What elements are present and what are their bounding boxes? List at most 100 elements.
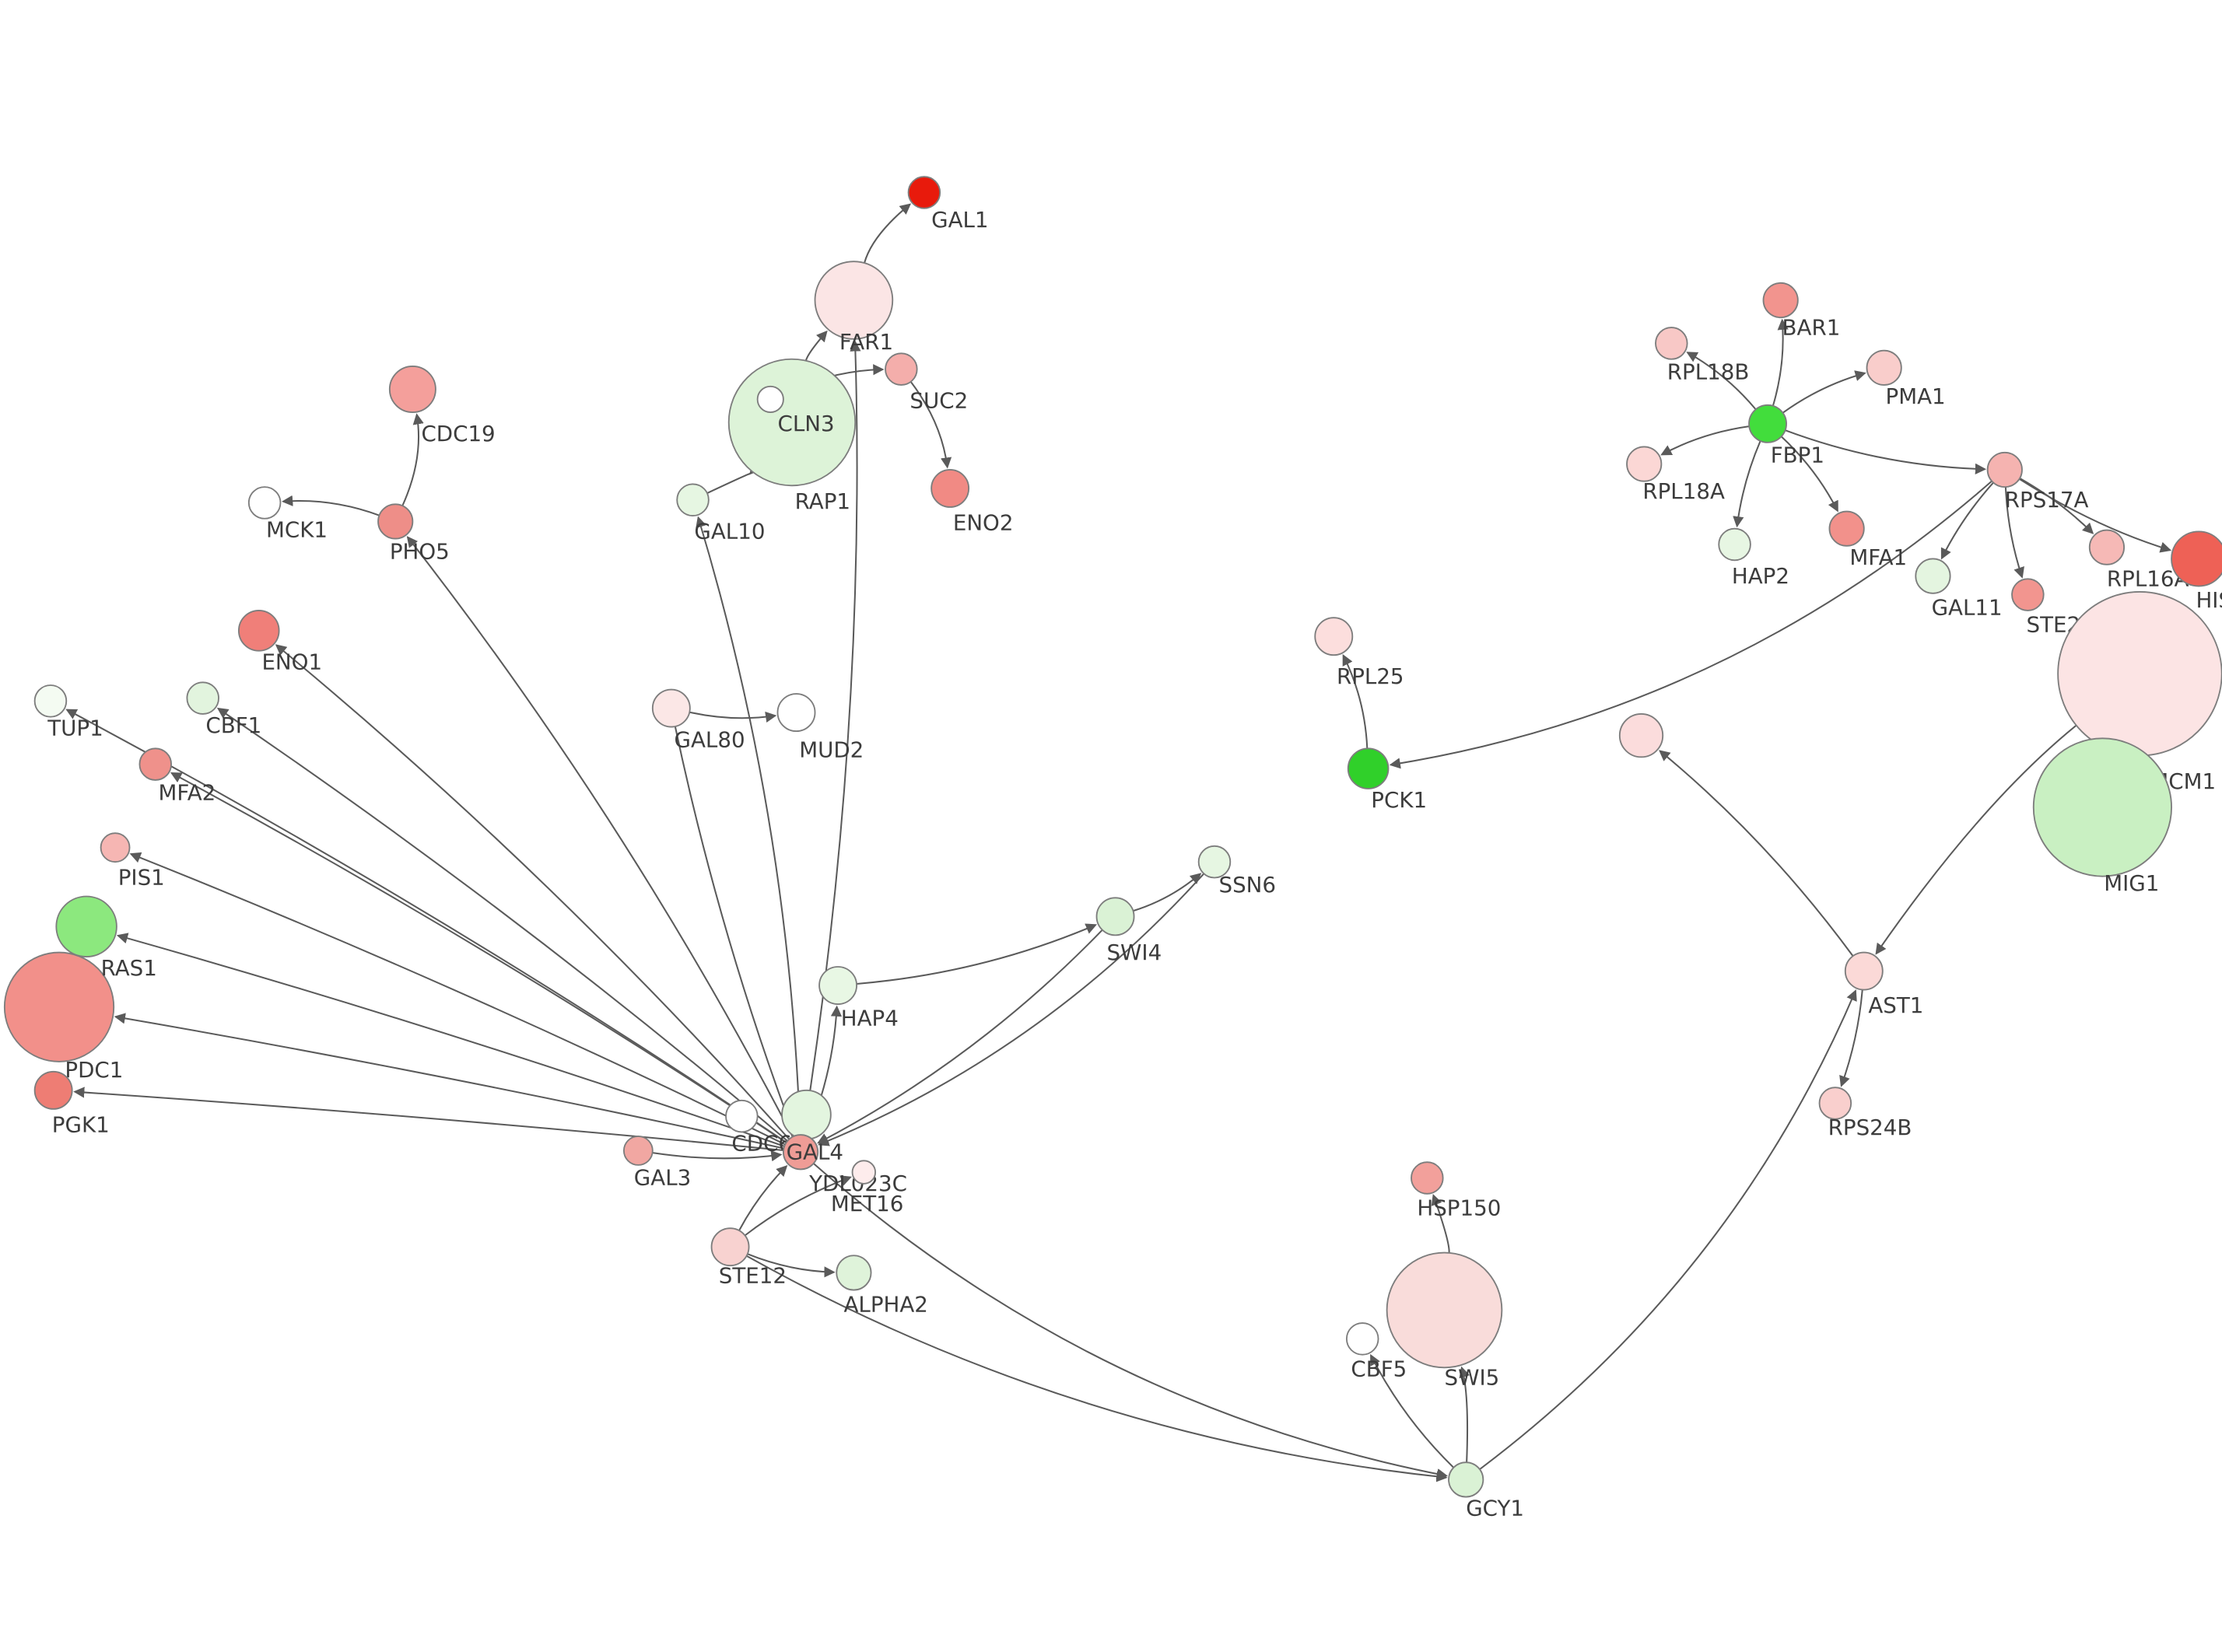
edge-CLN3-FAR1[interactable] (804, 330, 828, 362)
edge-GAL4-CBF1[interactable] (216, 707, 788, 1142)
edge-FBP1-PMA1[interactable] (1782, 370, 1866, 414)
node-circle-ENO2[interactable] (931, 469, 970, 508)
node-CBF5[interactable]: CBF5 (1345, 1322, 1407, 1381)
node-MIG1[interactable]: MIG1 (2032, 737, 2172, 896)
node-MFA2[interactable]: MFA2 (138, 747, 216, 806)
node-circle-GCY1[interactable] (1448, 1461, 1484, 1498)
node-circle-MCK1[interactable] (247, 486, 282, 520)
edge-FAR1-GAL1[interactable] (864, 203, 912, 264)
node-ALPHA2[interactable]: ALPHA2 (836, 1255, 928, 1317)
node-circle-RAS1[interactable] (55, 895, 117, 957)
edge-GAL4-GAL10[interactable] (696, 516, 801, 1136)
edge-GCY1-SWI5[interactable] (1459, 1366, 1470, 1463)
node-circle-SSN6[interactable] (1197, 845, 1232, 879)
node-circle-GAL80[interactable] (651, 688, 691, 728)
edge-PHO5-MCK1[interactable] (282, 495, 380, 516)
node-circle-NODE_A[interactable] (1618, 713, 1664, 758)
node-circle-HAP2[interactable] (1718, 527, 1751, 562)
node-HAP2[interactable]: HAP2 (1718, 527, 1789, 589)
node-circle-GAL11[interactable] (1915, 558, 1951, 594)
node-PMA1[interactable]: PMA1 (1866, 349, 1946, 409)
edge-GAL4-PHO5[interactable] (406, 536, 794, 1138)
edge-GAL4-GCY1[interactable] (813, 1163, 1448, 1480)
edge-STE12-MET16[interactable] (744, 1175, 852, 1237)
node-MET16[interactable]: MET16 (831, 1160, 904, 1216)
node-ENO1[interactable]: ENO1 (237, 610, 322, 675)
edge-SSN6-GAL4[interactable] (818, 873, 1205, 1146)
node-RPL25[interactable]: RPL25 (1314, 617, 1404, 689)
node-circle-RPL18B[interactable] (1655, 327, 1688, 360)
edge-MCM1-AST1[interactable] (1875, 724, 2077, 955)
edge-AST1-NODE_A[interactable] (1659, 750, 1854, 957)
edge-RPS17A-STE2[interactable] (2004, 487, 2024, 579)
node-CDC19[interactable]: CDC19 (388, 366, 496, 446)
edge-GAL80-GAL4[interactable] (674, 726, 796, 1136)
node-circle-GAL4[interactable] (782, 1134, 819, 1171)
node-HSP150[interactable]: HSP150 (1411, 1161, 1501, 1221)
edge-GAL3-GAL4[interactable] (652, 1150, 783, 1162)
node-PDC1[interactable]: PDC1 (3, 951, 124, 1083)
node-GAL10[interactable]: GAL10 (676, 483, 765, 544)
edge-PHO5-CDC19[interactable] (401, 413, 424, 506)
edge-FBP1-BAR1[interactable] (1772, 318, 1789, 407)
node-MUD2[interactable]: MUD2 (776, 693, 864, 762)
node-SSN6[interactable]: SSN6 (1197, 845, 1276, 898)
node-PIS1[interactable]: PIS1 (100, 832, 165, 891)
node-RPS24B[interactable]: RPS24B (1818, 1087, 1912, 1140)
node-BAR1[interactable]: BAR1 (1762, 282, 1841, 340)
node-GAL11[interactable]: GAL11 (1915, 558, 2003, 620)
node-circle-PHO5[interactable] (377, 503, 414, 540)
node-SWI4[interactable]: SWI4 (1095, 897, 1162, 965)
node-PCK1[interactable]: PCK1 (1347, 747, 1427, 813)
node-circle-PCK1[interactable] (1347, 747, 1390, 789)
node-GAL1[interactable]: GAL1 (907, 176, 989, 233)
node-circle-ALPHA2[interactable] (836, 1255, 872, 1291)
edge-GAL4-FAR1[interactable] (802, 340, 861, 1136)
node-circle-MCM1[interactable] (2057, 591, 2222, 757)
edge-RPS17A-HIS4[interactable] (2018, 478, 2172, 553)
node-GAL4[interactable]: GAL4 (782, 1134, 843, 1171)
edge-AST1-RPS24B[interactable] (1839, 989, 1863, 1087)
edge-RPS17A-PCK1[interactable] (1389, 480, 1992, 769)
node-NODE_A[interactable] (1618, 713, 1664, 758)
node-FBP1[interactable]: FBP1 (1748, 404, 1824, 468)
node-circle-RPS17A[interactable] (1986, 451, 2023, 488)
node-circle-PIS1[interactable] (100, 832, 131, 863)
node-circle-MET16[interactable] (851, 1160, 877, 1185)
node-RAS1[interactable]: RAS1 (55, 895, 157, 982)
node-SWI5[interactable]: SWI5 (1386, 1251, 1503, 1391)
node-circle-AST1[interactable] (1844, 951, 1884, 991)
node-circle-PDC1[interactable] (3, 951, 115, 1062)
edge-STE12-GAL4[interactable] (738, 1165, 788, 1231)
node-STE12[interactable]: STE12 (710, 1227, 787, 1288)
edge-GCY1-CBF5[interactable] (1370, 1353, 1455, 1468)
node-circle-RPL18A[interactable] (1626, 446, 1663, 482)
node-circle-RPS24B[interactable] (1818, 1087, 1852, 1120)
edge-GAL80-MUD2[interactable] (689, 711, 777, 723)
node-circle-CBF1[interactable] (186, 681, 219, 715)
edge-FBP1-MFA1[interactable] (1780, 436, 1838, 513)
node-circle-FAR1[interactable] (814, 261, 894, 340)
edge-GCY1-AST1[interactable] (1479, 989, 1857, 1470)
node-circle-SWI4[interactable] (1095, 897, 1135, 936)
node-GAL3[interactable]: GAL3 (622, 1136, 691, 1191)
node-ENO2[interactable]: ENO2 (931, 469, 1013, 536)
node-circle-MFA2[interactable] (138, 747, 173, 781)
node-circle-GAL1[interactable] (907, 176, 941, 209)
edge-FBP1-HAP2[interactable] (1733, 440, 1761, 528)
node-circle-HAP4[interactable] (818, 966, 858, 1005)
node-circle-RPL25[interactable] (1314, 617, 1354, 656)
node-circle-BAR1[interactable] (1762, 282, 1799, 319)
node-circle-GAL3[interactable] (622, 1136, 654, 1166)
node-circle-TUP1[interactable] (33, 684, 68, 718)
node-circle-SUC2[interactable] (885, 352, 918, 386)
edge-RPS17A-RPL16A[interactable] (2019, 477, 2094, 534)
node-MFA1[interactable]: MFA1 (1828, 510, 1907, 570)
edge-FBP1-RPL18B[interactable] (1686, 352, 1757, 411)
node-circle-MIG1[interactable] (2032, 737, 2172, 877)
edge-HAP4-SWI4[interactable] (857, 923, 1098, 985)
node-GCY1[interactable]: GCY1 (1448, 1461, 1524, 1521)
node-RPL18A[interactable]: RPL18A (1626, 446, 1725, 504)
node-STE2[interactable]: STE2 (2011, 578, 2080, 638)
